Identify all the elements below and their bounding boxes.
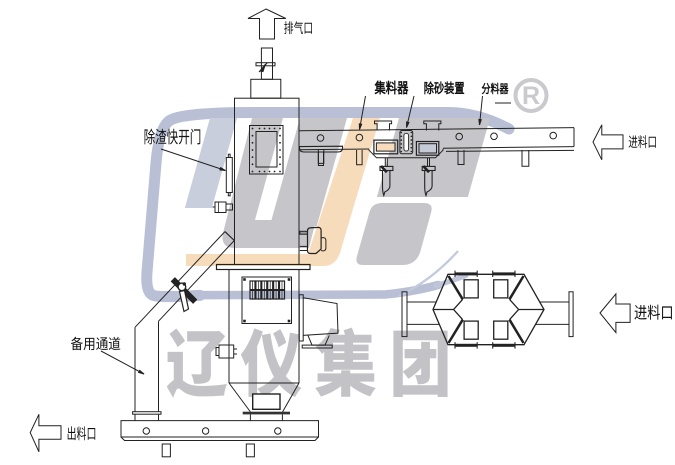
svg-text:辽仪集团: 辽仪集团 xyxy=(166,307,465,411)
svg-text:排气口: 排气口 xyxy=(284,18,313,38)
svg-text:进料口: 进料口 xyxy=(628,132,657,152)
svg-text:备用通道: 备用通道 xyxy=(71,332,122,353)
svg-text:分料器: 分料器 xyxy=(482,80,509,97)
svg-text:出料口: 出料口 xyxy=(67,421,97,443)
svg-text:R: R xyxy=(522,82,540,110)
svg-text:集料器: 集料器 xyxy=(374,76,410,97)
svg-text:除渣快开门: 除渣快开门 xyxy=(144,124,202,149)
svg-text:进料口: 进料口 xyxy=(634,301,674,324)
svg-text:除砂装置: 除砂装置 xyxy=(424,78,465,97)
